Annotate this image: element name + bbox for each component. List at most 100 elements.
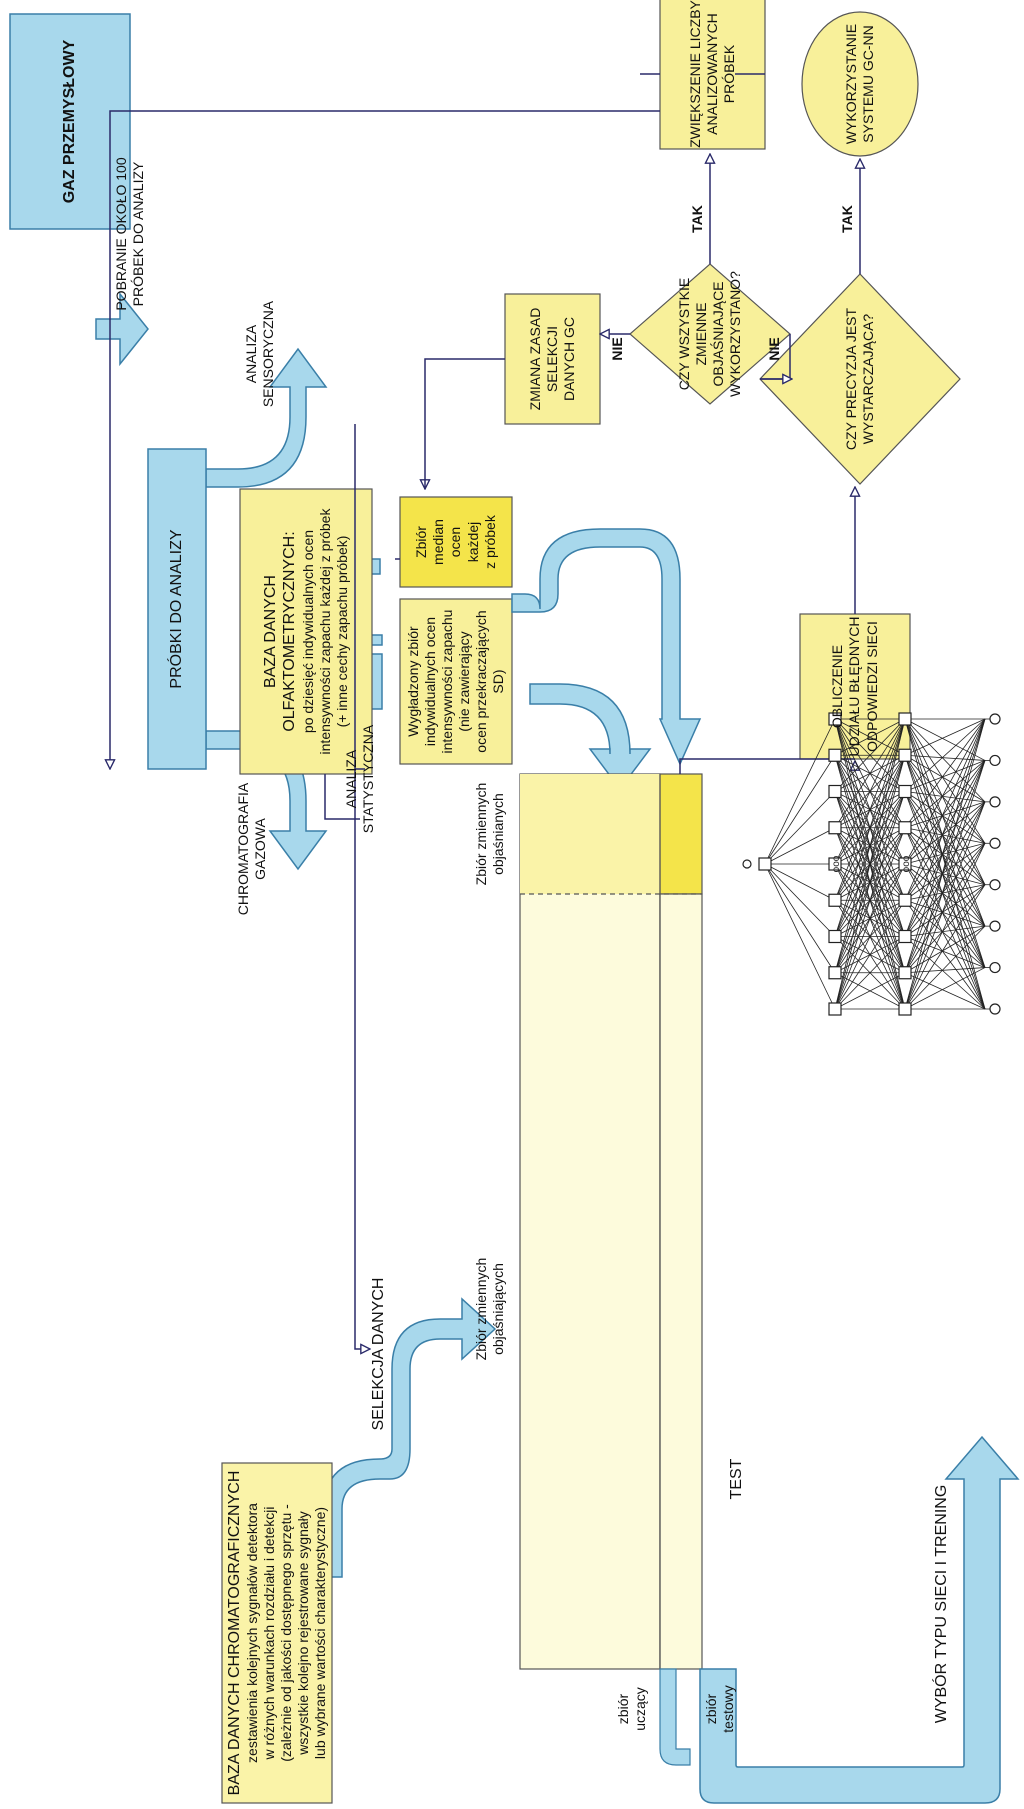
label-zbior-objasnianych: Zbiór zmiennych objaśnianych <box>470 759 510 909</box>
label-wygladzony: Wygładzony zbiór indywidualnych ocen int… <box>400 599 512 764</box>
nn-input-node <box>989 754 1001 767</box>
nn-hidden-node <box>898 712 912 726</box>
uczacy-line-1: zbiór <box>614 1693 631 1725</box>
zmiana-line-1: ZMIANA ZASAD SELEKCJI <box>526 307 560 411</box>
label-tak-2: TAK <box>839 205 856 233</box>
median-line-5: z próbek <box>481 515 498 569</box>
nn-output-node <box>758 857 772 871</box>
box-probki <box>147 448 207 770</box>
label-czy-wszystkie: CZY WSZYSTKIE ZMIENNE OBJAŚNIAJĄCE WYKOR… <box>676 264 743 404</box>
precyzja-line-2: WYSTARCZAJĄCA? <box>860 313 876 445</box>
label-pobranie: POBRANIE OKOŁO 100 PRÓBEK DO ANALIZY <box>110 119 150 349</box>
wszystkie-line-1: CZY WSZYSTKIE <box>675 277 692 391</box>
chromatografia-line-1: CHROMATOGRAFIA <box>234 782 251 916</box>
objasnianych-line-2: objaśnianych <box>490 793 506 875</box>
arrow-wygladzony-to-table <box>529 683 652 791</box>
label-analiza-sensoryczna: ANALIZA SENSORYCZNA <box>240 279 280 429</box>
nn-input-node <box>989 1003 1001 1015</box>
nn-input-node <box>989 920 1001 932</box>
baza-olf-line-2: intensywności zapachu każdej z próbek <box>316 508 333 755</box>
label-czy-precyzja: CZY PRECYZJA JEST WYSTARCZAJĄCA? <box>830 289 890 469</box>
box-wygladzony <box>399 598 513 765</box>
table-objasnianych-lower <box>659 773 703 895</box>
zmiana-line-2: DANYCH GC <box>561 317 578 402</box>
chromatografia-line-2: GAZOWA <box>252 818 268 880</box>
objasniajacych-line-2: objaśniających <box>490 1263 506 1355</box>
objasnianych-line-1: Zbiór zmiennych <box>472 782 489 886</box>
nn-hidden-node <box>898 748 912 762</box>
objasniajacych-line-1: Zbiór zmiennych <box>472 1257 489 1361</box>
pobranie-line-2: PRÓBEK DO ANALIZY <box>130 161 146 307</box>
statystyczna-line-1: ANALIZA <box>342 749 359 809</box>
nn-output-terminal <box>742 859 752 869</box>
baza-olf-title: BAZA DANYCH OLFAKTOMETRYCZNYCH: <box>261 531 299 732</box>
label-nie-1: NIE <box>609 337 626 361</box>
median-line-3: ocen <box>447 526 464 558</box>
nn-hidden-node <box>898 784 912 799</box>
baza-gc-title: BAZA DANYCH CHROMATOGRAFICZNYCH <box>225 1470 243 1796</box>
arrow-selekcja-danych <box>323 1297 497 1578</box>
wygladzony-line-1: Wygładzony zbiór <box>404 626 421 737</box>
arrow-test-training <box>699 1435 1020 1804</box>
zwiekszenie-line-2: ANALIZOWANYCH PRÓBEK <box>703 13 738 135</box>
wykorzystanie-line-2: SYSTEMU GC-NN <box>860 25 876 143</box>
nn-ellipsis: ooo <box>831 855 842 872</box>
baza-gc-line-3: (zależnie od jakości dostępnego sprzętu … <box>278 1504 295 1762</box>
median-line-2: median <box>430 519 447 565</box>
baza-olf-line-1: po dziesięć indywidualnych ocen <box>299 529 316 734</box>
wygladzony-line-3: intensywności zapachu <box>438 609 455 754</box>
arrow-gaz-to-probki <box>95 291 149 367</box>
wygladzony-line-2: indywidualnych ocen <box>421 616 438 747</box>
nn-hidden-node <box>828 821 842 835</box>
label-tak-1: TAK <box>689 205 706 233</box>
obliczenie-line-1: OBLICZENIE <box>829 644 846 729</box>
nn-input-node <box>989 837 1001 849</box>
nn-hidden-node <box>898 893 912 907</box>
nn-hidden-node <box>898 966 912 980</box>
label-test: TEST <box>728 1458 746 1500</box>
obliczenie-line-3: ODPOWIEDZI SIECI <box>863 621 880 752</box>
nn-hidden-node <box>898 1002 912 1016</box>
label-wykorzystanie: WYKORZYSTANIE SYSTEMU GC-NN <box>830 14 890 154</box>
zwiekszenie-line-1: ZWIĘKSZENIE LICZBY <box>686 0 703 148</box>
label-nie-2: NIE <box>766 337 783 361</box>
label-zbior-testowy: zbiór testowy <box>700 1669 740 1749</box>
box-baza-gc <box>221 1462 333 1804</box>
nn-ellipsis: ooo <box>901 855 912 872</box>
table-testowy-row <box>659 893 703 1670</box>
baza-gc-line-5: lub wybrane wartości charakterystyczne) <box>312 1506 329 1760</box>
sensoryczna-line-2: SENSORYCZNA <box>260 300 276 408</box>
nn-hidden-node <box>828 857 842 871</box>
diamond-czy-precyzja <box>759 273 961 485</box>
baza-olf-line-3: (+ inne cechy zapachu próbek) <box>334 535 351 728</box>
label-probki: PRÓBKI DO ANALIZY <box>168 529 186 689</box>
nn-hidden-node <box>828 966 842 980</box>
nn-hidden-node <box>828 929 842 944</box>
baza-gc-line-4: wszystkie kolejno rejestrowane sygnały <box>295 1511 312 1755</box>
nn-input-node <box>989 713 1001 725</box>
box-median <box>399 496 513 588</box>
label-zmiana: ZMIANA ZASAD SELEKCJI DANYCH GC <box>505 294 600 424</box>
testowy-line-1: zbiór <box>702 1693 719 1725</box>
wszystkie-line-3: WYKORZYSTANO? <box>727 271 744 397</box>
nn-hidden-node <box>898 857 912 871</box>
label-zwiekszenie: ZWIĘKSZENIE LICZBY ANALIZOWANYCH PRÓBEK <box>660 0 765 149</box>
nn-hidden-node <box>898 929 912 944</box>
neural-network-icon: ooo ooo <box>742 712 1001 1016</box>
label-wybor: WYBÓR TYPU SIECI I TRENING <box>933 1484 951 1724</box>
label-baza-gc: BAZA DANYCH CHROMATOGRAFICZNYCH zestawie… <box>222 1463 332 1803</box>
nn-hidden-node <box>828 748 842 762</box>
label-median: Zbiór median ocen każdej z próbek <box>400 497 512 587</box>
wykorzystanie-line-1: WYKORZYSTANIE <box>842 23 859 145</box>
label-obliczenie: OBLICZENIE UDZIAŁU BŁĘDNYCH ODPOWIEDZI S… <box>800 614 910 759</box>
nn-hidden-node <box>828 893 842 907</box>
ellipse-wykorzystanie <box>801 11 919 157</box>
precyzja-line-1: CZY PRECYZJA JEST <box>842 307 859 451</box>
arrow-probki-sensoryczna <box>205 347 328 488</box>
uczacy-line-2: uczący <box>632 1687 648 1731</box>
sensoryczna-line-1: ANALIZA <box>242 324 259 384</box>
box-baza-olf <box>239 488 373 775</box>
statystyczna-line-2: STATYSTYCZNA <box>360 724 376 834</box>
nn-hidden-node <box>828 712 842 726</box>
